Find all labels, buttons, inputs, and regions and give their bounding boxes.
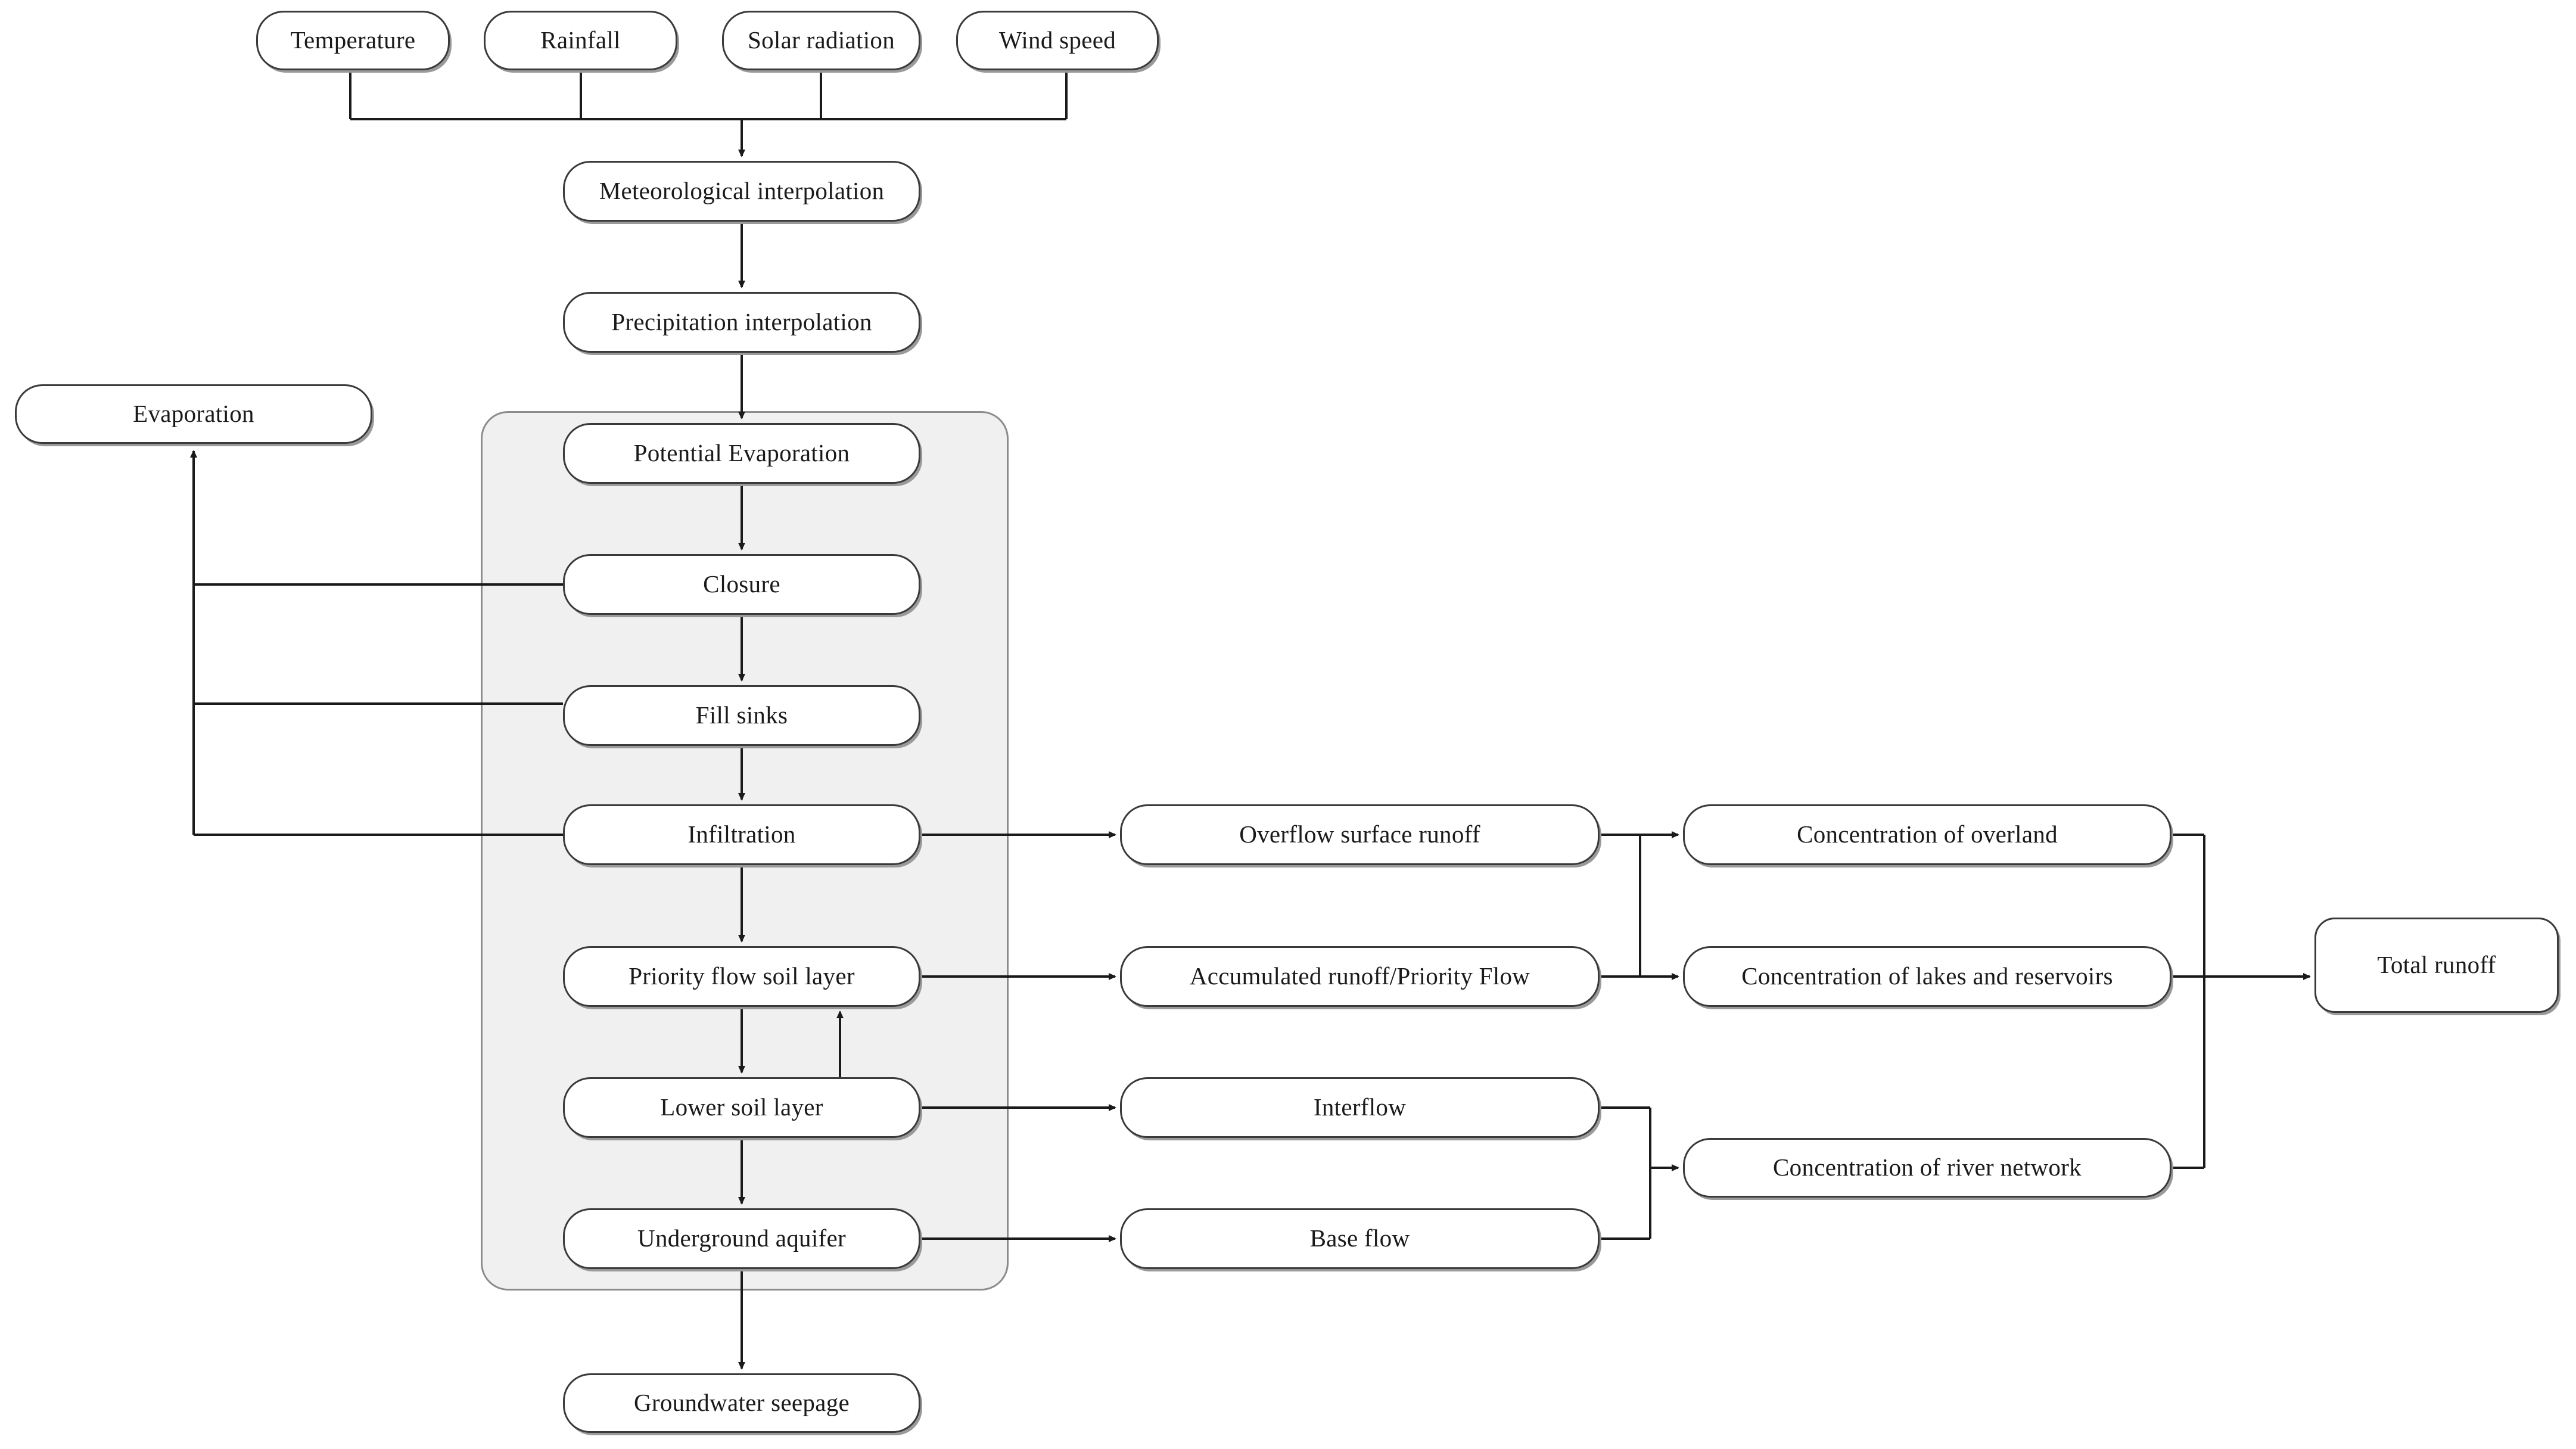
node-evaporation[interactable]: Evaporation [15,384,372,444]
node-label: Concentration of river network [1773,1153,2082,1181]
node-label: Interflow [1313,1093,1407,1121]
node-label: Concentration of lakes and reservoirs [1741,962,2113,990]
node-precipitation-interpolation[interactable]: Precipitation interpolation [563,292,920,353]
node-label: Evaporation [133,400,254,428]
node-temperature[interactable]: Temperature [256,11,450,70]
node-solar-radiation[interactable]: Solar radiation [722,11,920,70]
node-label: Underground aquifer [637,1224,846,1252]
node-label: Meteorological interpolation [599,177,885,205]
node-meteorological-interpolation[interactable]: Meteorological interpolation [563,161,920,222]
node-label: Lower soil layer [660,1093,823,1121]
node-wind-speed[interactable]: Wind speed [956,11,1159,70]
node-label: Infiltration [687,820,796,848]
node-underground-aquifer[interactable]: Underground aquifer [563,1208,920,1269]
node-base-flow[interactable]: Base flow [1120,1208,1600,1269]
node-label: Closure [703,570,780,598]
node-overflow-surface-runoff[interactable]: Overflow surface runoff [1120,804,1600,865]
node-label: Groundwater seepage [633,1389,850,1417]
node-label: Potential Evaporation [633,439,850,467]
node-label: Solar radiation [747,26,895,54]
node-label: Rainfall [540,26,621,54]
node-label: Temperature [290,26,416,54]
node-label: Accumulated runoff/Priority Flow [1189,962,1530,990]
node-interflow[interactable]: Interflow [1120,1077,1600,1138]
node-groundwater-seepage[interactable]: Groundwater seepage [563,1373,920,1433]
node-label: Precipitation interpolation [611,308,872,336]
node-concentration-of-river-network[interactable]: Concentration of river network [1683,1138,2171,1198]
node-fill-sinks[interactable]: Fill sinks [563,685,920,746]
node-label: Overflow surface runoff [1239,820,1480,848]
node-closure[interactable]: Closure [563,554,920,615]
node-label: Wind speed [998,26,1116,54]
node-label: Concentration of overland [1797,820,2058,848]
node-label: Base flow [1309,1224,1410,1252]
node-concentration-of-overland[interactable]: Concentration of overland [1683,804,2171,865]
node-priority-flow-soil-layer[interactable]: Priority flow soil layer [563,946,920,1007]
node-rainfall[interactable]: Rainfall [484,11,677,70]
node-label: Priority flow soil layer [629,962,855,990]
node-concentration-of-lakes-and-reservoirs[interactable]: Concentration of lakes and reservoirs [1683,946,2171,1007]
node-infiltration[interactable]: Infiltration [563,804,920,865]
node-lower-soil-layer[interactable]: Lower soil layer [563,1077,920,1138]
node-total-runoff[interactable]: Total runoff [2314,918,2559,1013]
node-label: Fill sinks [695,701,788,729]
node-label: Total runoff [2377,951,2496,979]
node-accumulated-runoff-priority-flow[interactable]: Accumulated runoff/Priority Flow [1120,946,1600,1007]
node-potential-evaporation[interactable]: Potential Evaporation [563,423,920,484]
